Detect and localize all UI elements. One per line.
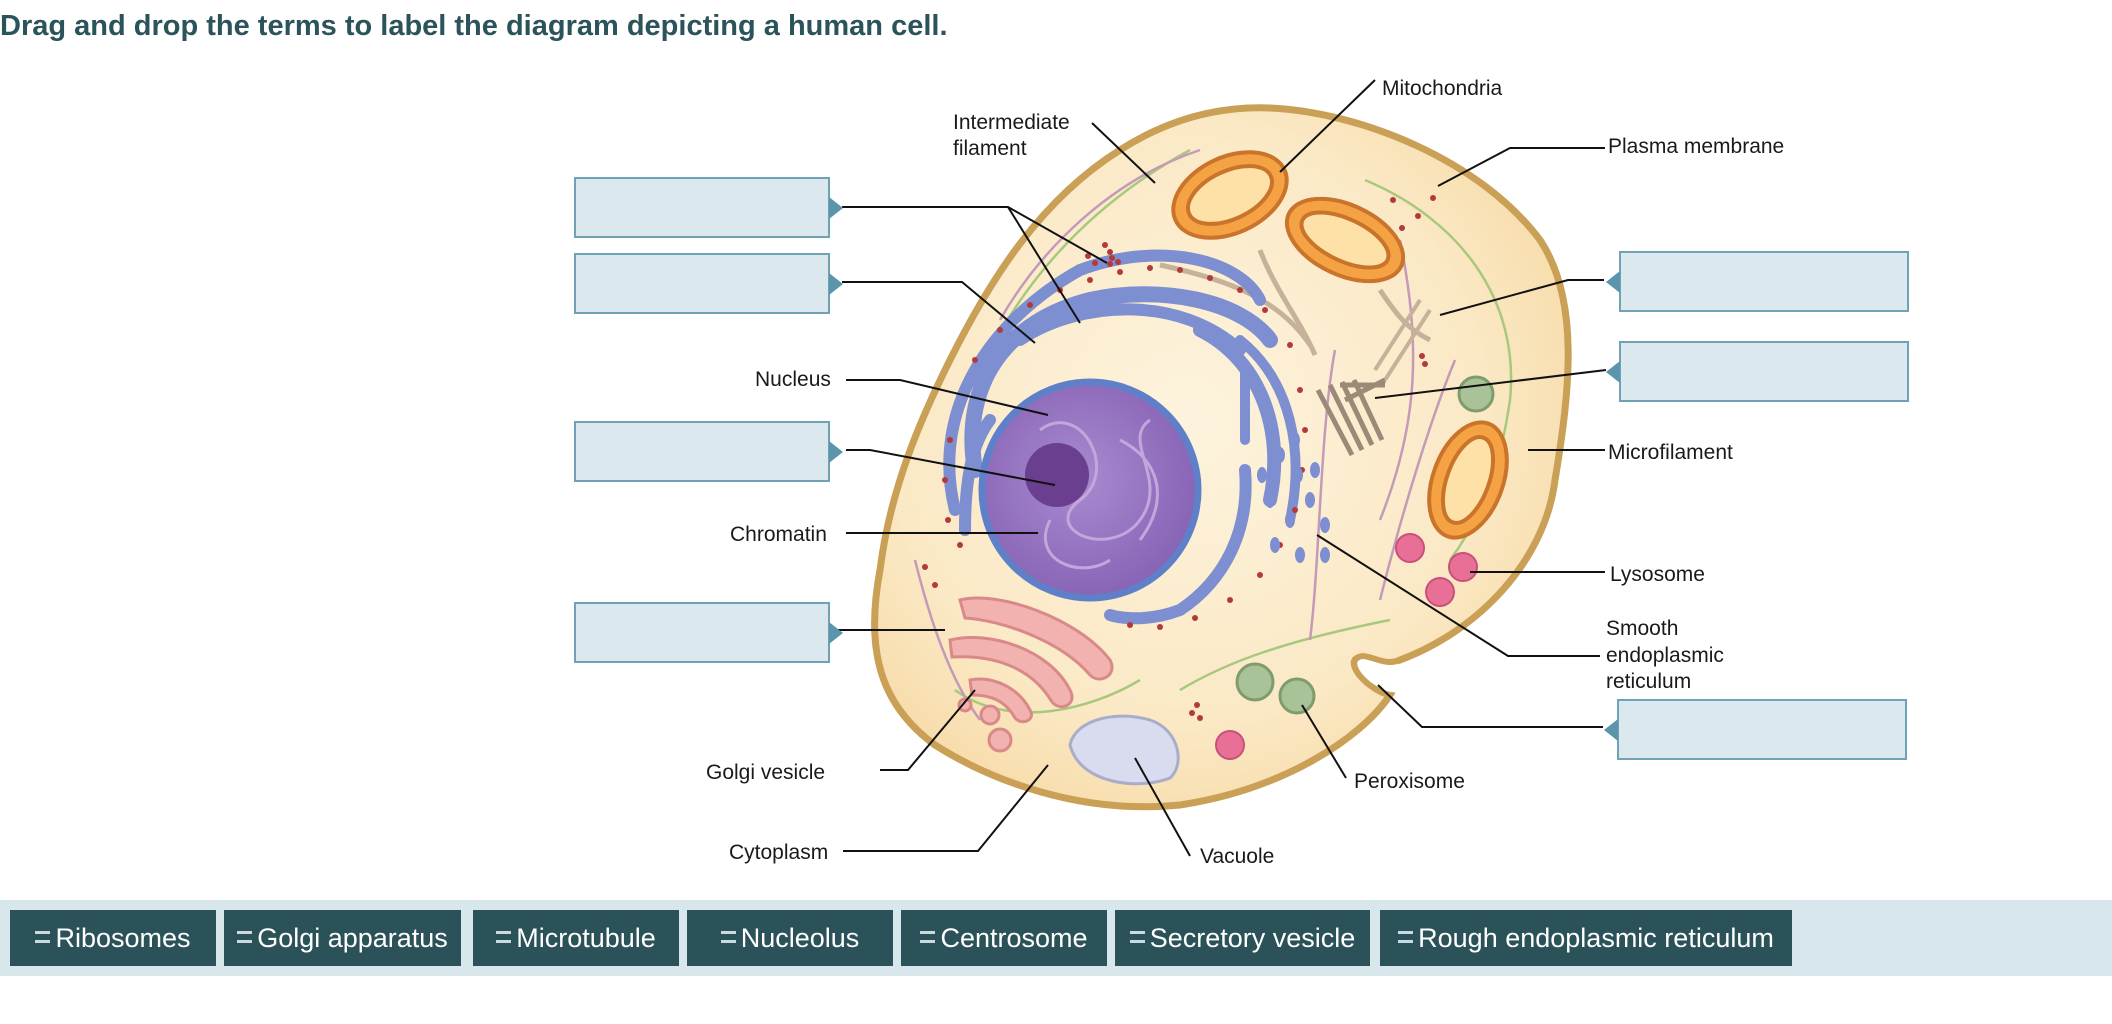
- term-chip-ribosomes[interactable]: Ribosomes: [10, 910, 216, 966]
- triangle-pointer-icon: [829, 621, 843, 644]
- label-nucleus: Nucleus: [755, 368, 831, 391]
- drop-target-2[interactable]: [574, 253, 843, 314]
- drag-handle-icon: [920, 931, 936, 943]
- centrosome-shape: [1315, 377, 1387, 457]
- term-label: Microtubule: [516, 922, 656, 953]
- smooth-er-shape: [1257, 432, 1330, 563]
- label-golgi-vesicle: Golgi vesicle: [706, 761, 825, 784]
- label-smooth-er-3: reticulum: [1606, 670, 1691, 693]
- term-chip-rough-er[interactable]: Rough endoplasmic reticulum: [1380, 910, 1792, 966]
- label-intermediate-filament-1: Intermediate: [953, 111, 1070, 134]
- diagram-labels: Intermediate filament Mitochondria Plasm…: [706, 77, 1784, 868]
- label-cytoplasm: Cytoplasm: [729, 841, 828, 864]
- label-vacuole: Vacuole: [1200, 845, 1274, 868]
- label-peroxisome: Peroxisome: [1354, 770, 1465, 793]
- drop-target-6[interactable]: [1606, 341, 1909, 402]
- drag-handle-icon: [720, 931, 736, 943]
- drop-target-7[interactable]: [1604, 699, 1907, 760]
- label-mitochondria: Mitochondria: [1382, 77, 1503, 100]
- label-intermediate-filament-2: filament: [953, 137, 1027, 160]
- term-chip-secretory-vesicle[interactable]: Secretory vesicle: [1115, 910, 1370, 966]
- ribosome-dots: [922, 195, 1436, 721]
- triangle-pointer-icon: [829, 272, 843, 295]
- term-label: Centrosome: [940, 922, 1088, 953]
- drag-handle-icon: [1398, 931, 1414, 943]
- term-chip-golgi-apparatus[interactable]: Golgi apparatus: [224, 910, 461, 966]
- label-plasma-membrane: Plasma membrane: [1608, 135, 1784, 158]
- triangle-pointer-icon: [829, 440, 843, 463]
- drop-target-3[interactable]: [574, 421, 843, 482]
- drag-handle-icon: [35, 931, 51, 943]
- mitochondria-shapes: [1171, 150, 1509, 540]
- drag-handle-icon: [496, 931, 512, 943]
- term-label: Ribosomes: [55, 922, 191, 953]
- label-chromatin: Chromatin: [730, 523, 827, 546]
- term-label: Secretory vesicle: [1149, 922, 1356, 953]
- term-chip-microtubule[interactable]: Microtubule: [473, 910, 679, 966]
- nucleus-shape: [978, 378, 1202, 602]
- rough-er-shape: [943, 249, 1301, 625]
- drag-handle-icon: [1129, 931, 1145, 943]
- term-label: Rough endoplasmic reticulum: [1418, 922, 1774, 953]
- triangle-pointer-icon: [1606, 270, 1620, 293]
- drop-target-1[interactable]: [574, 177, 843, 238]
- term-label: Golgi apparatus: [257, 922, 448, 953]
- drop-target-4[interactable]: [574, 602, 843, 663]
- drop-target-5[interactable]: [1606, 251, 1909, 312]
- triangle-pointer-icon: [1604, 718, 1618, 741]
- term-chip-centrosome[interactable]: Centrosome: [901, 910, 1107, 966]
- term-label: Nucleolus: [740, 922, 860, 953]
- lysosome-shapes: [1215, 533, 1478, 760]
- vacuole-shape: [1068, 714, 1180, 786]
- label-smooth-er-1: Smooth: [1606, 617, 1678, 640]
- label-microfilament: Microfilament: [1608, 441, 1733, 464]
- word-bank: Ribosomes Golgi apparatus Microtubule Nu…: [0, 900, 2112, 976]
- question-title: Drag and drop the terms to label the dia…: [0, 10, 948, 42]
- drag-handle-icon: [237, 931, 253, 943]
- label-smooth-er-2: endoplasmic: [1606, 644, 1724, 667]
- golgi-shape: [948, 596, 1114, 753]
- triangle-pointer-icon: [1606, 360, 1620, 383]
- human-cell-diagram: Intermediate filament Mitochondria Plasm…: [706, 77, 1784, 868]
- leader-lines: [833, 79, 1607, 857]
- triangle-pointer-icon: [829, 196, 843, 219]
- label-lysosome: Lysosome: [1610, 563, 1705, 586]
- term-chip-nucleolus[interactable]: Nucleolus: [687, 910, 893, 966]
